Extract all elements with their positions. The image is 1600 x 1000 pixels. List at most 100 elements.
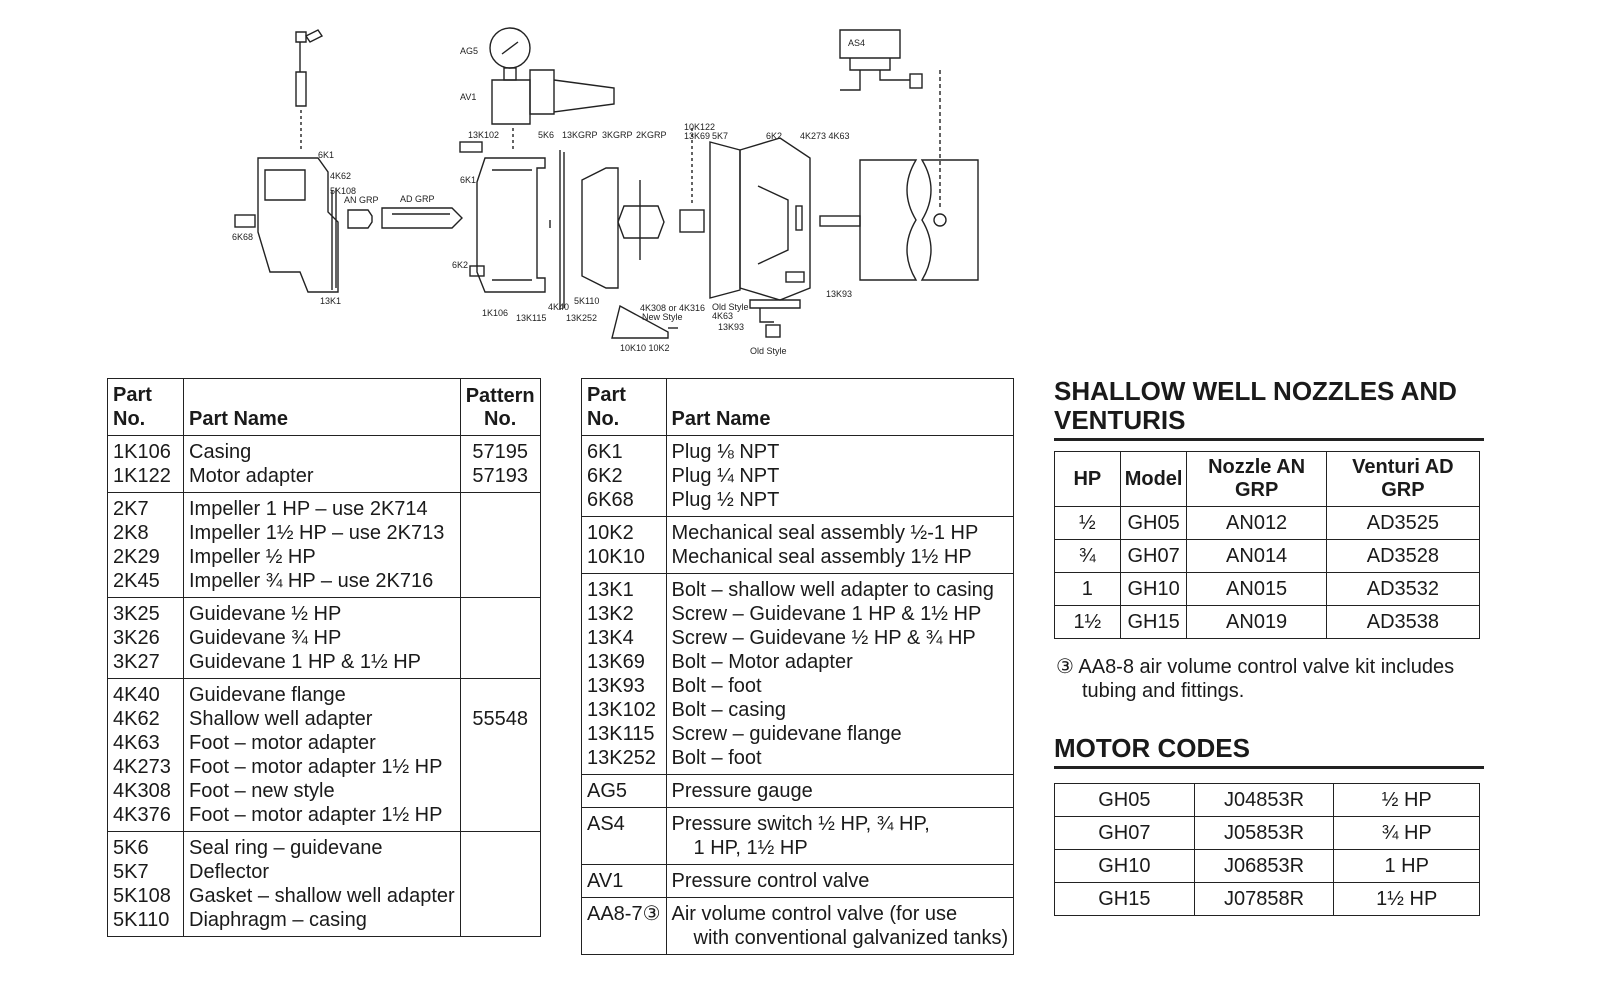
callout-label: 13K93 bbox=[718, 322, 744, 332]
callout-label: 13KGRP bbox=[562, 130, 598, 140]
part-name: Deflector bbox=[189, 861, 270, 883]
part-name: Impeller ¾ HP – use 2K716 bbox=[189, 570, 434, 592]
callout-label: 13K252 bbox=[566, 313, 597, 323]
part-name-cell: Pressure gauge bbox=[665, 774, 1015, 808]
part-no: 10K10 bbox=[587, 546, 645, 568]
callout-label: 5K6 bbox=[538, 130, 554, 140]
callout-label: 4K308 or 4K316 bbox=[640, 303, 705, 313]
part-no: 13K252 bbox=[587, 747, 656, 769]
part-no: AG5 bbox=[587, 780, 628, 802]
callout-label: 10K10 10K2 bbox=[620, 343, 670, 353]
part-name: Plug ¼ NPT bbox=[671, 465, 780, 487]
column-header-hp: HP bbox=[1054, 451, 1121, 507]
part-name: Guidevane flange bbox=[189, 684, 346, 706]
callout-label: 1K106 bbox=[482, 308, 508, 318]
table-cell: 1½ HP bbox=[1333, 882, 1480, 916]
parts-group: AV1 Pressure control valve bbox=[581, 864, 1015, 898]
table-cell: AN015 bbox=[1186, 572, 1327, 606]
part-name: with conventional galvanized tanks) bbox=[693, 927, 1009, 949]
callout-label: 5K110 bbox=[574, 296, 599, 306]
part-no: 3K25 bbox=[113, 603, 160, 625]
callout-label: 2KGRP bbox=[636, 130, 667, 140]
table-cell: GH15 bbox=[1119, 605, 1188, 639]
part-no: 3K27 bbox=[113, 651, 160, 673]
part-no: 13K1 bbox=[587, 579, 634, 601]
part-name: Pressure gauge bbox=[671, 780, 813, 802]
pattern-no bbox=[466, 860, 535, 884]
part-no: 13K115 bbox=[587, 723, 655, 745]
pattern-no bbox=[466, 650, 535, 674]
part-name: Shallow well adapter bbox=[189, 708, 373, 730]
footnote-line: tubing and fittings. bbox=[1082, 680, 1245, 702]
pattern-no bbox=[466, 683, 535, 707]
part-name: Guidevane 1 HP & 1½ HP bbox=[189, 651, 421, 673]
part-no: 1K106 bbox=[113, 441, 171, 463]
table-cell: GH05 bbox=[1119, 506, 1188, 540]
pattern-no bbox=[466, 497, 535, 521]
exploded-parts-diagram: AG5 AV1 AS4 6K1 4K62 5K108 AN GRP AD GRP… bbox=[232, 27, 979, 356]
callout-label: 6K1 bbox=[318, 150, 334, 160]
callout-label: 4K273 4K63 bbox=[800, 131, 850, 141]
part-no: 5K7 bbox=[113, 861, 149, 883]
pattern-no-cell bbox=[459, 492, 541, 598]
part-name: Motor adapter bbox=[189, 465, 314, 487]
pattern-no bbox=[466, 731, 535, 755]
part-name: 1 HP, 1½ HP bbox=[693, 837, 808, 859]
footnote-line: ③ AA8-8 air volume control valve kit inc… bbox=[1056, 656, 1455, 678]
table-cell: ¾ HP bbox=[1333, 816, 1480, 850]
part-no: 6K1 bbox=[587, 441, 623, 463]
part-name: Plug ½ NPT bbox=[671, 489, 780, 511]
pattern-no: 57195 bbox=[472, 441, 528, 463]
part-name: Pressure control valve bbox=[671, 870, 870, 892]
part-no: 5K108 bbox=[113, 885, 171, 907]
part-name: Air volume control valve (for use bbox=[671, 903, 958, 925]
part-no: 4K308 bbox=[113, 780, 171, 802]
part-no: AA8-7③ bbox=[587, 903, 661, 925]
part-name: Bolt – foot bbox=[671, 747, 762, 769]
part-no: AV1 bbox=[587, 870, 624, 892]
callout-label: AN GRP bbox=[344, 195, 379, 205]
table-cell: GH07 bbox=[1119, 539, 1188, 573]
part-name: Plug ⅛ NPT bbox=[671, 441, 780, 463]
table-cell: J06853R bbox=[1193, 849, 1335, 883]
table-cell: AD3528 bbox=[1325, 539, 1481, 573]
part-no: 2K7 bbox=[113, 498, 149, 520]
part-name: Mechanical seal assembly 1½ HP bbox=[671, 546, 972, 568]
callout-label: 13K93 bbox=[826, 289, 852, 299]
table-cell: GH10 bbox=[1054, 849, 1195, 883]
pattern-no: 55548 bbox=[472, 708, 528, 730]
column-header-part-no: Part No. bbox=[581, 378, 667, 436]
callout-label: 4K62 bbox=[330, 171, 351, 181]
pattern-no bbox=[466, 755, 535, 779]
callout-label: AD GRP bbox=[400, 194, 435, 204]
table-cell: GH15 bbox=[1054, 882, 1195, 916]
part-no: 4K63 bbox=[113, 732, 160, 754]
table-cell: AN012 bbox=[1186, 506, 1327, 540]
table-cell: AD3538 bbox=[1325, 605, 1481, 639]
part-no bbox=[587, 836, 661, 860]
table-cell: J04853R bbox=[1193, 783, 1335, 817]
part-no: 13K93 bbox=[587, 675, 645, 697]
callout-label: 13K69 bbox=[684, 131, 710, 141]
part-no: 4K376 bbox=[113, 804, 171, 826]
callout-label: 13K1 bbox=[320, 296, 341, 306]
callout-label: Old Style bbox=[712, 302, 749, 312]
part-name: Mechanical seal assembly ½-1 HP bbox=[671, 522, 979, 544]
pattern-no bbox=[466, 545, 535, 569]
